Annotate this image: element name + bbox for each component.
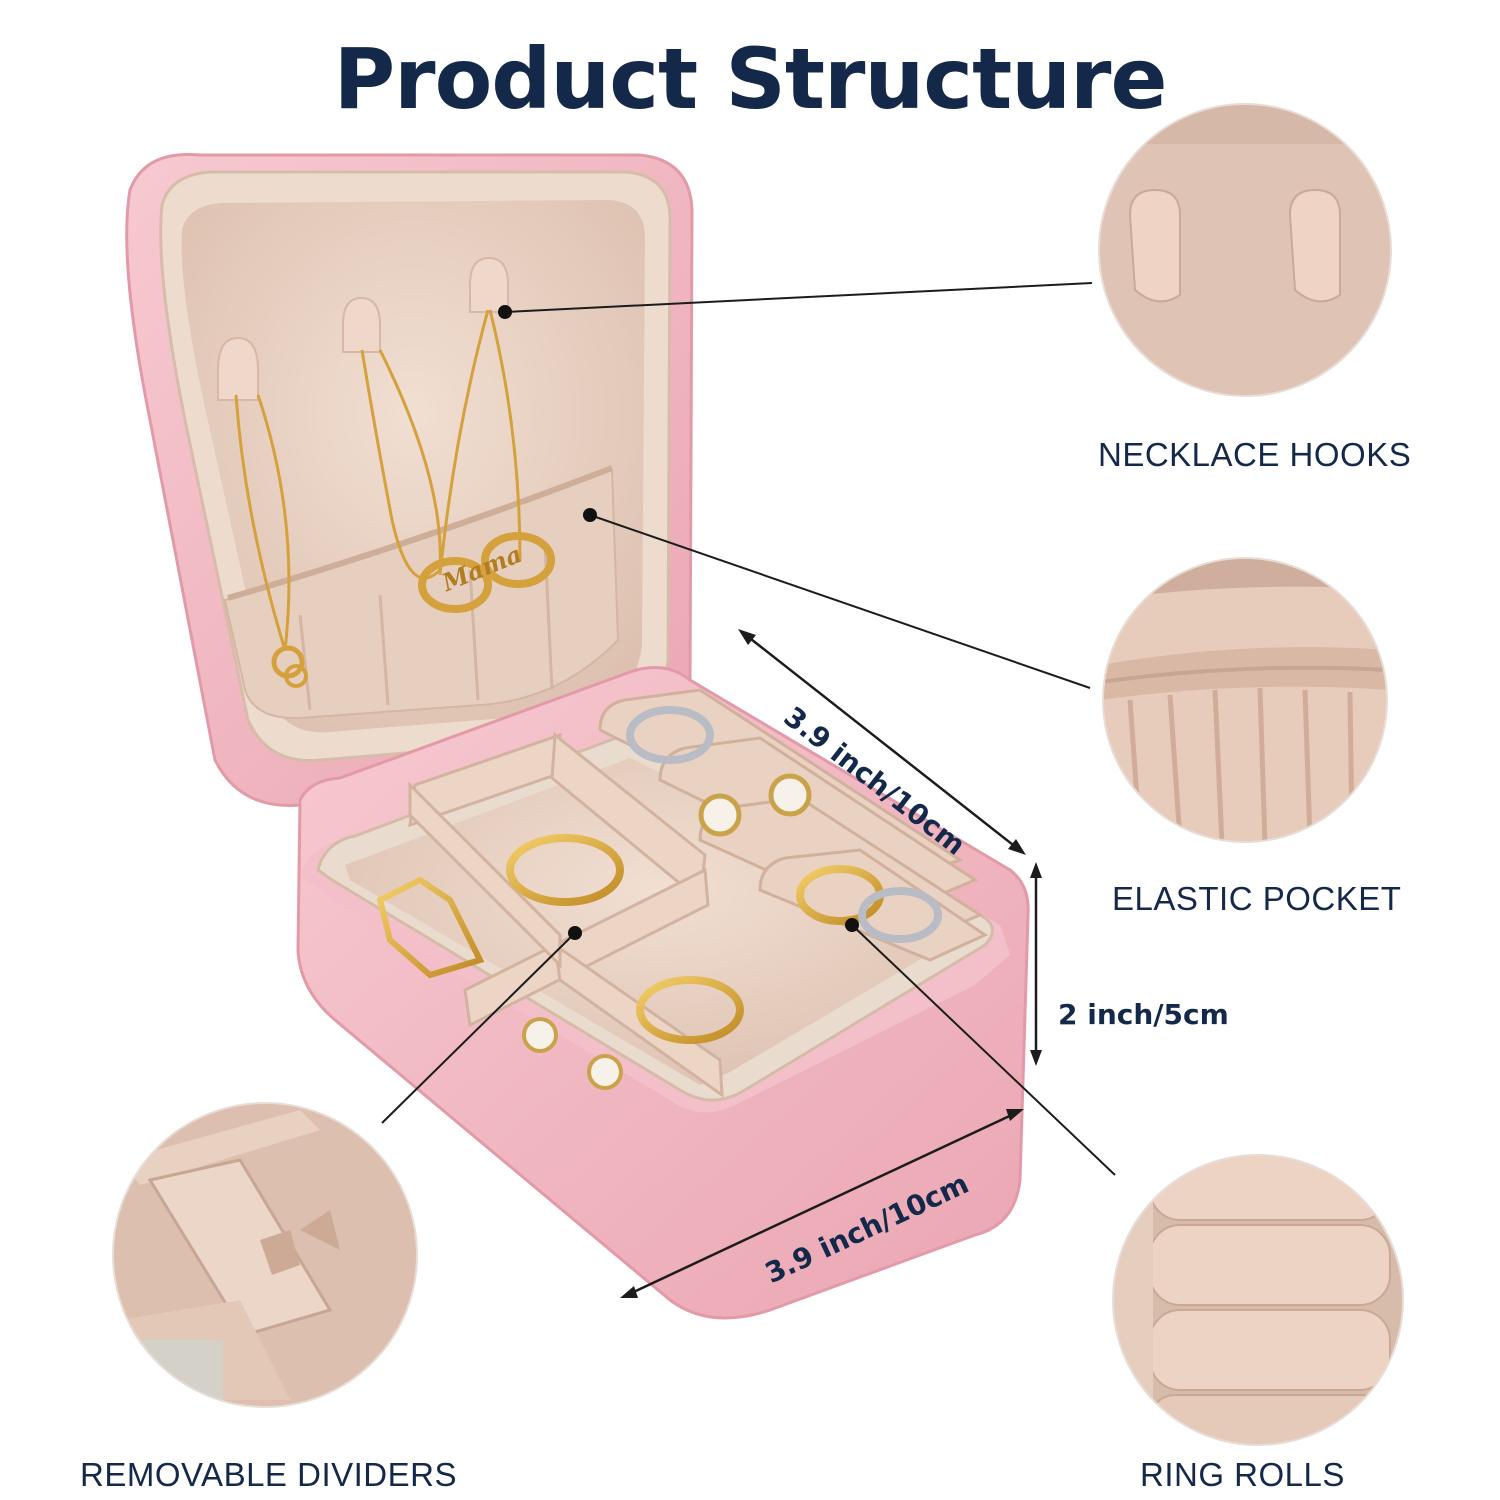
label-necklace-hooks: NECKLACE HOOKS bbox=[1098, 436, 1412, 473]
dimension-height: 2 inch/5cm bbox=[1058, 998, 1229, 1031]
detail-elastic-pocket bbox=[1102, 557, 1388, 843]
label-removable-dividers: REMOVABLE DIVIDERS bbox=[80, 1456, 457, 1493]
lid-necklace-hooks bbox=[217, 256, 509, 401]
page-title: Product Structure bbox=[333, 30, 1168, 128]
base-jewelry bbox=[376, 706, 942, 1044]
arrowheads bbox=[620, 629, 1042, 1298]
necklaces bbox=[234, 309, 522, 688]
leader-dots bbox=[498, 305, 859, 940]
detail-ring-rolls bbox=[1112, 1154, 1404, 1446]
dimension-arrows bbox=[624, 631, 1038, 1298]
pearl-earrings bbox=[522, 773, 812, 1090]
label-ring-rolls: RING ROLLS bbox=[1140, 1456, 1345, 1493]
leader-lines bbox=[381, 282, 1116, 1176]
detail-removable-dividers bbox=[112, 1102, 418, 1408]
detail-necklace-hooks bbox=[1098, 103, 1392, 397]
label-elastic-pocket: ELASTIC POCKET bbox=[1112, 880, 1402, 917]
